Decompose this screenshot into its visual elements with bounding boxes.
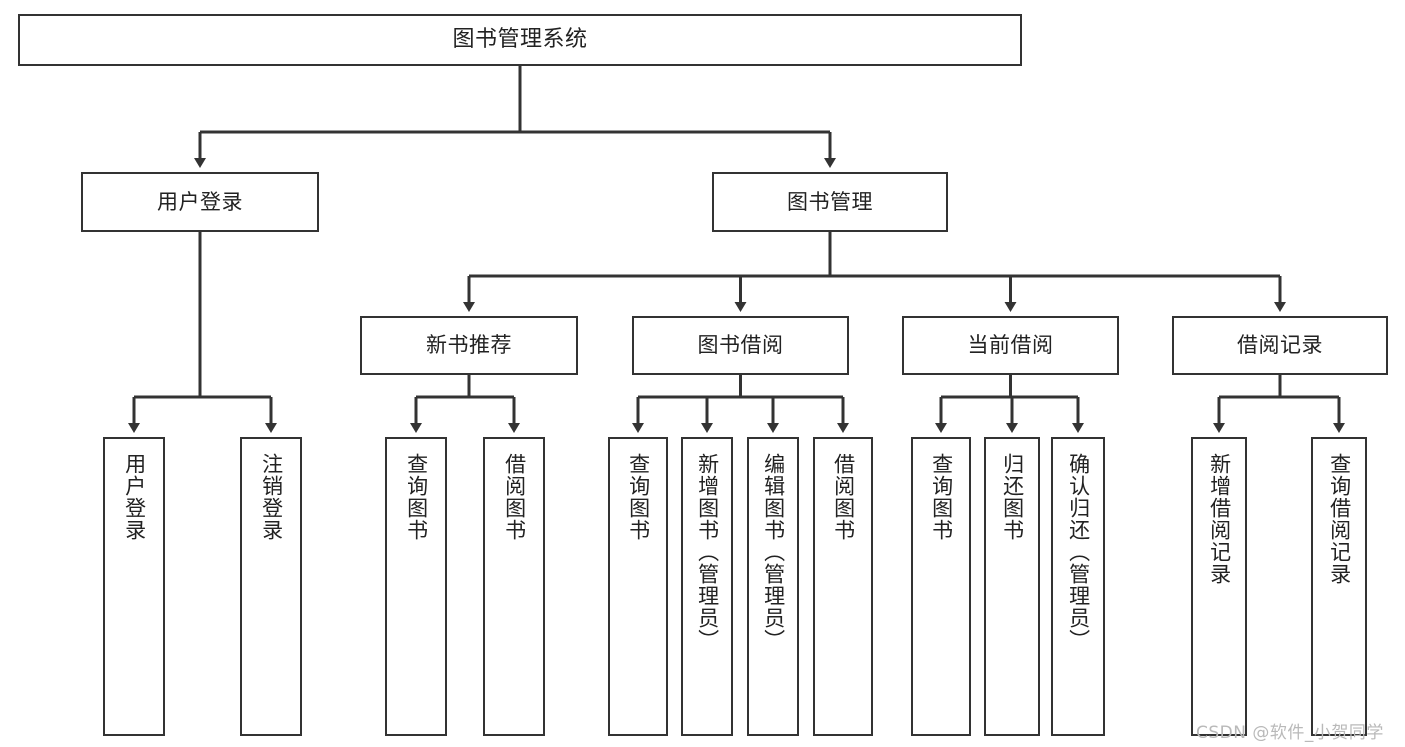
- node-label: 图书管理: [787, 189, 873, 214]
- node-borrow-record[interactable]: 借阅记录: [1172, 316, 1388, 375]
- node-book-borrow[interactable]: 图书借阅: [632, 316, 849, 375]
- node-label: 归还图书: [1000, 453, 1025, 541]
- node-label: 新增图书（管理员）: [695, 453, 720, 651]
- node-label: 用户登录: [122, 453, 147, 541]
- node-leaf-add-book[interactable]: 新增图书（管理员）: [681, 437, 733, 736]
- node-leaf-confirm-return[interactable]: 确认归还（管理员）: [1051, 437, 1105, 736]
- node-label: 查询图书: [929, 453, 954, 541]
- node-leaf-query-record[interactable]: 查询借阅记录: [1311, 437, 1367, 736]
- node-leaf-user-logout[interactable]: 注销登录: [240, 437, 302, 736]
- node-label: 用户登录: [157, 189, 243, 214]
- node-leaf-add-record[interactable]: 新增借阅记录: [1191, 437, 1247, 736]
- node-label: 查询图书: [404, 453, 429, 541]
- node-label: 查询图书: [626, 453, 651, 541]
- node-leaf-user-login[interactable]: 用户登录: [103, 437, 165, 736]
- node-label: 借阅图书: [831, 453, 856, 541]
- node-label: 借阅图书: [502, 453, 527, 541]
- node-label: 当前借阅: [967, 333, 1054, 358]
- node-leaf-borrow-book-1[interactable]: 借阅图书: [483, 437, 545, 736]
- watermark-label: CSDN @软件_小贺同学: [1196, 723, 1384, 743]
- node-label: 图书借阅: [697, 333, 784, 358]
- node-label: 图书管理系统: [452, 27, 588, 53]
- node-new-book-rec[interactable]: 新书推荐: [360, 316, 578, 375]
- node-leaf-return-book[interactable]: 归还图书: [984, 437, 1040, 736]
- node-root[interactable]: 图书管理系统: [18, 14, 1022, 66]
- node-current-borrow[interactable]: 当前借阅: [902, 316, 1119, 375]
- node-label: 新增借阅记录: [1207, 453, 1232, 585]
- node-leaf-query-book-1[interactable]: 查询图书: [385, 437, 447, 736]
- node-label: 借阅记录: [1237, 333, 1323, 358]
- node-label: 编辑图书（管理员）: [761, 453, 786, 651]
- node-leaf-query-book-2[interactable]: 查询图书: [608, 437, 668, 736]
- node-leaf-borrow-book-2[interactable]: 借阅图书: [813, 437, 873, 736]
- node-label: 查询借阅记录: [1327, 453, 1352, 585]
- node-leaf-query-book-3[interactable]: 查询图书: [911, 437, 971, 736]
- node-leaf-edit-book[interactable]: 编辑图书（管理员）: [747, 437, 799, 736]
- node-book-manage[interactable]: 图书管理: [712, 172, 948, 232]
- node-user-login[interactable]: 用户登录: [81, 172, 319, 232]
- node-label: 确认归还（管理员）: [1066, 453, 1091, 651]
- node-label: 注销登录: [259, 453, 284, 541]
- node-label: 新书推荐: [426, 333, 512, 358]
